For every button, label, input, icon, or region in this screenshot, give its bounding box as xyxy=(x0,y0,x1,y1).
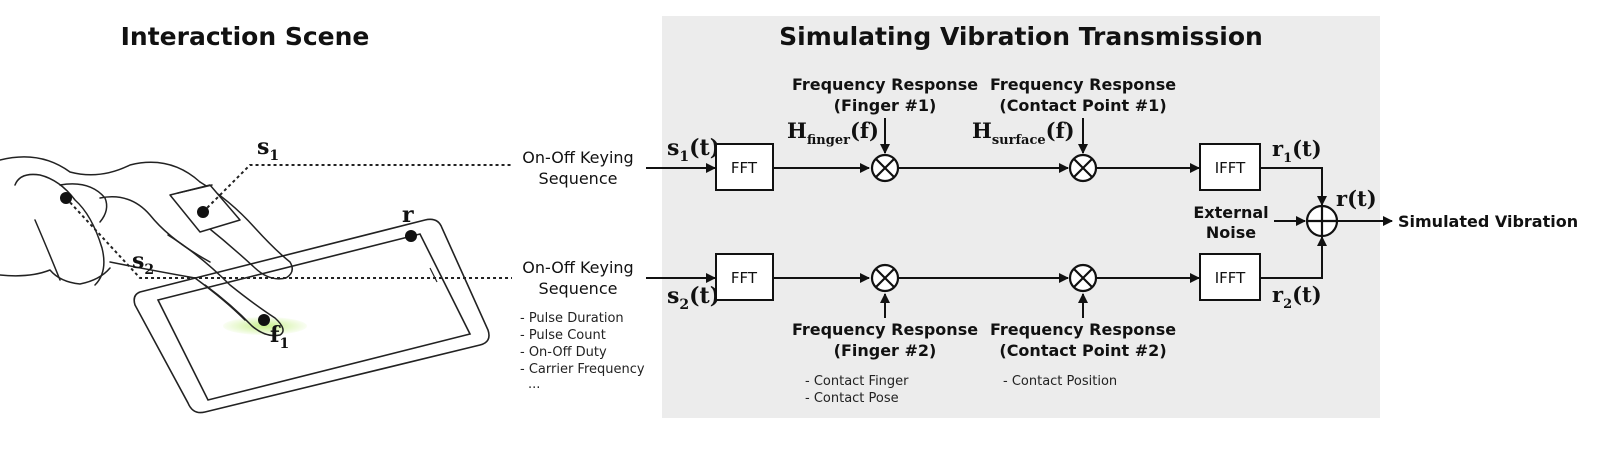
input-param-1: - Pulse Duration xyxy=(520,311,624,326)
r-label: r xyxy=(402,202,414,228)
freq-resp-finger2-line1: Frequency Response xyxy=(792,320,978,339)
ifft-box-top xyxy=(1199,143,1261,191)
s2-sensor-dot xyxy=(60,192,72,204)
bottom-ifft-to-sum-arrow xyxy=(1260,236,1327,279)
fft-label-top: FFT xyxy=(731,159,758,177)
simulation-panel-title: Simulating Vibration Transmission xyxy=(779,22,1263,51)
input-param-4: - Carrier Frequency xyxy=(520,362,645,377)
input-label-bottom-line1: On-Off Keying xyxy=(522,258,633,277)
freq-resp-finger1-line2: (Finger #1) xyxy=(834,96,937,115)
external-noise-line1: External xyxy=(1193,203,1268,222)
leader-lines xyxy=(65,164,512,279)
s1t-label: s1(t) xyxy=(667,135,720,165)
fft-box-top xyxy=(715,143,774,191)
s1-label: s1 xyxy=(257,134,279,164)
input-label-bottom-line2: Sequence xyxy=(539,279,618,298)
output-label: Simulated Vibration xyxy=(1398,212,1578,231)
freq-resp-contact2-line2: (Contact Point #2) xyxy=(999,341,1166,360)
tablet-illustration xyxy=(133,218,490,414)
freq-resp-contact1-line2: (Contact Point #1) xyxy=(999,96,1166,115)
input-param-3: - On-Off Duty xyxy=(520,345,607,360)
s1-leader-line xyxy=(202,164,512,213)
finger-param-2: - Contact Pose xyxy=(805,391,899,406)
s2-label: s2 xyxy=(132,248,154,278)
rt-label: r(t) xyxy=(1336,186,1377,211)
freq-resp-contact2-line1: Frequency Response xyxy=(990,320,1176,339)
interaction-scene-title: Interaction Scene xyxy=(121,22,370,51)
simulation-panel-background xyxy=(662,16,1380,418)
input-param-5: ... xyxy=(528,377,540,392)
s2-leader-line xyxy=(65,197,512,279)
input-param-2: - Pulse Count xyxy=(520,328,606,343)
contact-param-1: - Contact Position xyxy=(1003,374,1117,389)
multiplier-contact2 xyxy=(1068,263,1098,293)
finger-param-1: - Contact Finger xyxy=(805,374,909,389)
input-label-top-line2: Sequence xyxy=(539,169,618,188)
ifft-label-top: IFFT xyxy=(1215,159,1246,177)
external-noise-line2: Noise xyxy=(1206,223,1256,242)
simulation-panel: Simulating Vibration Transmission s1(t) … xyxy=(646,16,1380,418)
input-label-top-line1: On-Off Keying xyxy=(522,148,633,167)
multiplier-finger1 xyxy=(870,153,900,183)
r1t-label: r1(t) xyxy=(1272,136,1322,166)
freq-resp-finger2-line2: (Finger #2) xyxy=(834,341,937,360)
summation-node xyxy=(1305,204,1339,238)
r-sensor-dot xyxy=(405,230,417,242)
top-ifft-to-sum-arrow xyxy=(1260,167,1327,206)
interaction-scene-panel: Interaction Scene xyxy=(0,22,512,414)
input-labels: On-Off Keying Sequence On-Off Keying Seq… xyxy=(520,148,645,392)
fft-label-bottom: FFT xyxy=(731,269,758,287)
f1-label: f1 xyxy=(270,322,289,352)
freq-resp-contact1-line1: Frequency Response xyxy=(990,75,1176,94)
contact-glow xyxy=(223,317,307,335)
multiplier-finger2 xyxy=(870,263,900,293)
f1-contact-dot xyxy=(258,314,270,326)
r2t-label: r2(t) xyxy=(1272,282,1322,312)
ifft-label-bottom: IFFT xyxy=(1215,269,1246,287)
h-finger-label: Hfinger(f) xyxy=(787,118,879,148)
multiplier-contact1 xyxy=(1068,153,1098,183)
s2t-label: s2(t) xyxy=(667,283,720,313)
freq-resp-finger1-line1: Frequency Response xyxy=(792,75,978,94)
s1-sensor-dot xyxy=(197,206,209,218)
h-surface-label: Hsurface(f) xyxy=(972,118,1075,148)
